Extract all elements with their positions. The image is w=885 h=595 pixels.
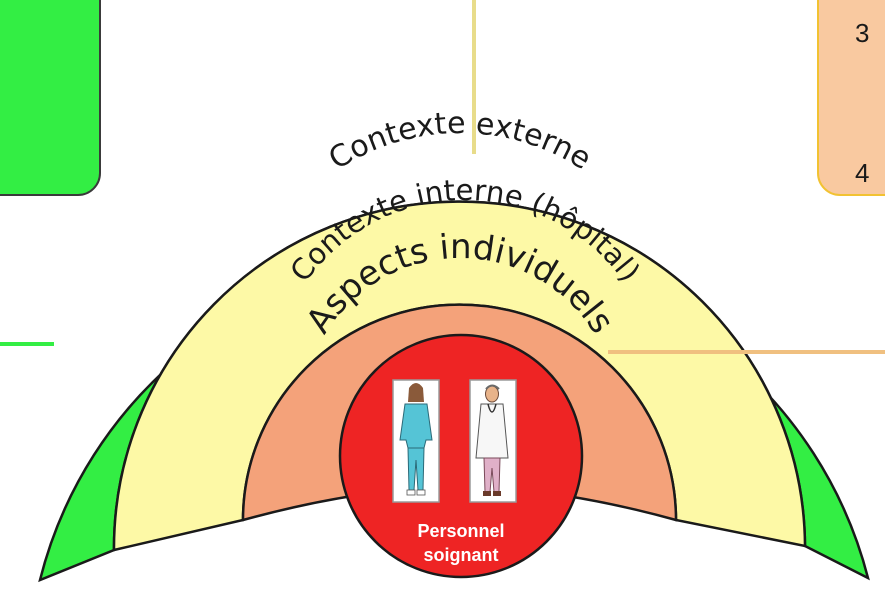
left-side-box: [0, 0, 101, 196]
doctor-icon: [469, 379, 517, 503]
center-label-line1: Personnel: [417, 521, 504, 541]
center-label-line2: soignant: [424, 545, 499, 565]
right-box-item-4: 4: [855, 158, 869, 188]
label-external-context: Contexte externe: [323, 106, 597, 177]
right-box-item-3: 3: [855, 18, 869, 48]
right-side-box: [817, 0, 885, 196]
nurse-icon: [392, 379, 440, 503]
